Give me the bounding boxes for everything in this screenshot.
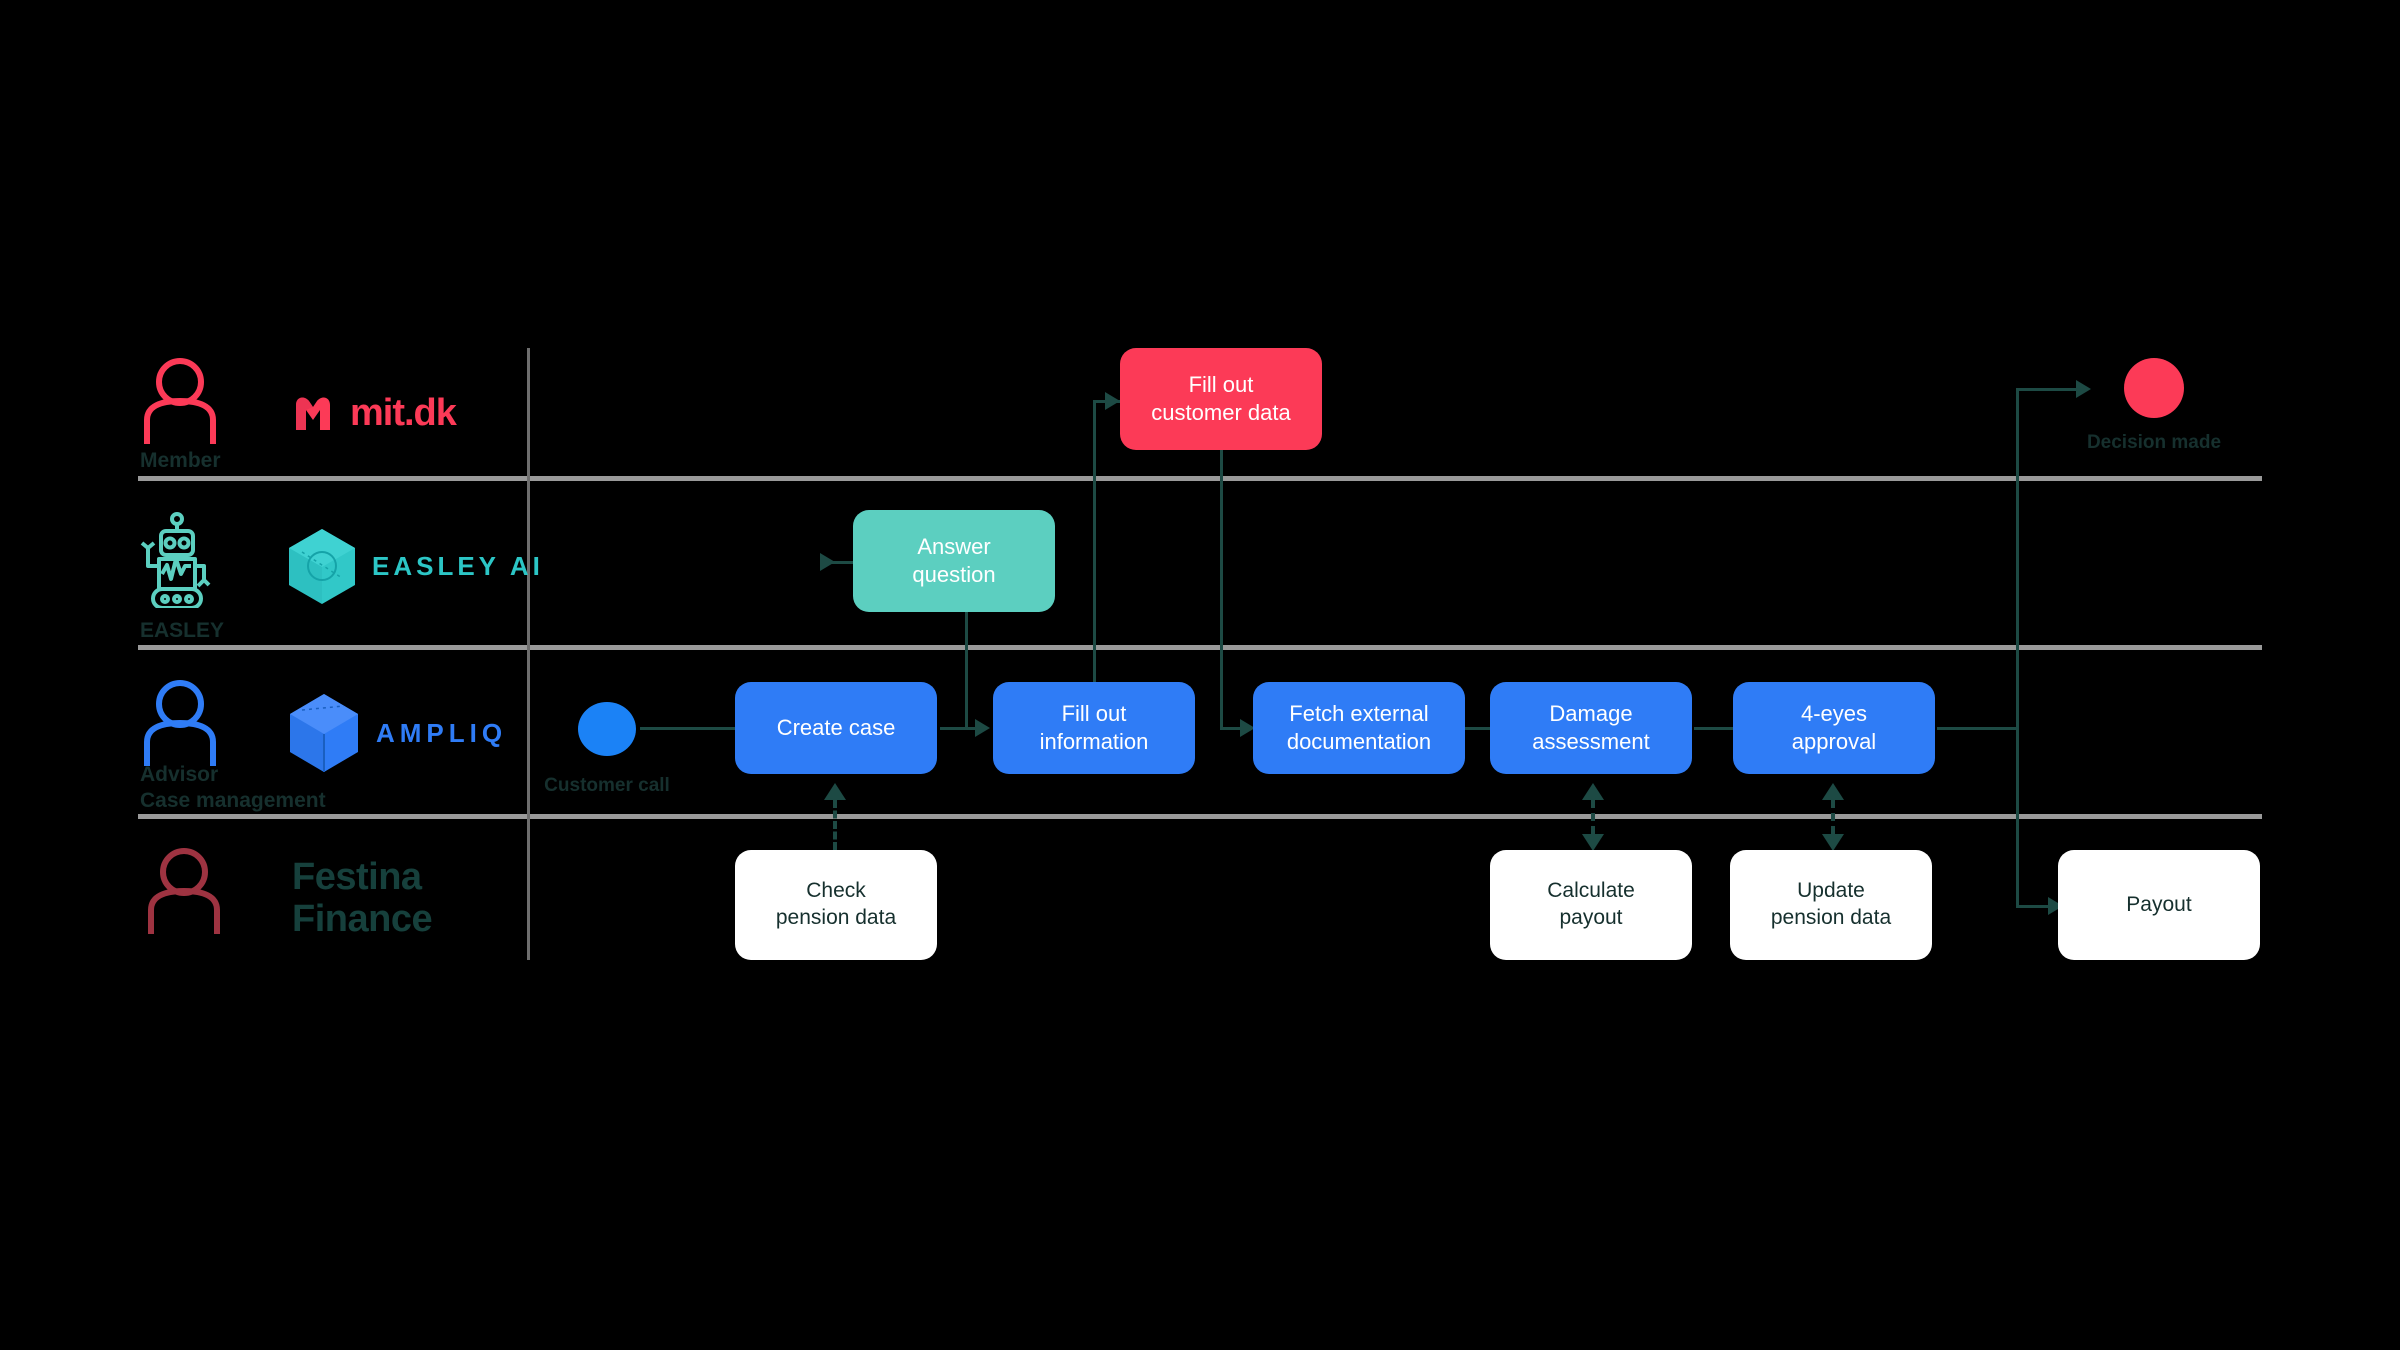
flow-into-fill-out-information	[940, 727, 985, 730]
flow-arrow-up-damage-assessment	[1582, 783, 1604, 800]
node-decision-made-event[interactable]	[2124, 358, 2184, 418]
node-fill-out-customer-data[interactable]: Fill out customer data	[1120, 348, 1322, 450]
flow-trunk-to-payout	[2016, 905, 2058, 908]
person-icon	[144, 358, 216, 444]
flow-four-eyes-update-pension-dashed	[1831, 800, 1835, 834]
flow-arrow-decision-made	[2076, 380, 2091, 398]
node-damage-assessment[interactable]: Damage assessment	[1490, 682, 1692, 774]
flow-arrow-fill-out-information	[975, 719, 990, 737]
flow-arrow-fill-out-customer-data	[1105, 392, 1120, 410]
flow-customer-data-to-fetch-doc-vertical	[1220, 450, 1223, 728]
festina-finance-logo-text: Festina Finance	[292, 856, 433, 940]
flow-arrow-answer-question	[820, 553, 835, 571]
m-mark-icon	[296, 397, 330, 430]
ampliq-logo: AMPLIQ	[288, 692, 507, 774]
lane-divider-easley-advisor	[138, 645, 2262, 650]
node-payout[interactable]: Payout	[2058, 850, 2260, 960]
mitdk-logo: mit.dk	[292, 392, 457, 435]
node-answer-question[interactable]: Answer question	[853, 510, 1055, 612]
flow-customer-data-to-fetch-doc-horizontal	[1220, 727, 1250, 730]
flow-arrow-up-four-eyes	[1822, 783, 1844, 800]
flow-arrow-fetch-external-documentation	[1240, 719, 1255, 737]
flow-check-pension-data-to-create-case-dashed	[833, 800, 837, 850]
ampliq-logo-text: AMPLIQ	[376, 717, 508, 748]
node-decision-made-label: Decision made	[2086, 432, 2222, 453]
flow-right-trunk-vertical	[2016, 388, 2019, 908]
flow-damage-to-four-eyes	[1694, 727, 1734, 730]
easley-ai-logo: EASLEY AI	[288, 528, 544, 604]
flow-arrow-down-calculate-payout	[1582, 834, 1604, 851]
lane-label-advisor: Advisor Case management	[140, 763, 326, 812]
flow-answer-question-to-fill-out-info	[965, 612, 968, 728]
person-icon	[144, 680, 216, 766]
flow-arrow-down-update-pension-data	[1822, 834, 1844, 851]
flow-arrow-up-create-case	[824, 783, 846, 800]
lane-label-easley: EASLEY	[140, 619, 225, 642]
lane-label-member: Member	[140, 449, 221, 472]
node-customer-call-label: Customer call	[544, 775, 670, 796]
node-fill-out-information[interactable]: Fill out information	[993, 682, 1195, 774]
flow-fetch-doc-to-damage-assessment	[1462, 727, 1492, 730]
flow-customer-call-to-create-case	[640, 727, 735, 730]
lane-divider-member-easley	[138, 476, 2262, 481]
node-four-eyes-approval[interactable]: 4-eyes approval	[1733, 682, 1935, 774]
node-check-pension-data[interactable]: Check pension data	[735, 850, 937, 960]
node-update-pension-data[interactable]: Update pension data	[1730, 850, 1932, 960]
node-create-case[interactable]: Create case	[735, 682, 937, 774]
robot-icon	[140, 512, 211, 608]
flow-fill-out-info-to-customer-data-vertical	[1093, 400, 1096, 728]
flow-trunk-to-decision-made	[2016, 388, 2086, 391]
easley-ai-logo-text: EASLEY AI	[372, 550, 544, 581]
node-calculate-payout[interactable]: Calculate payout	[1490, 850, 1692, 960]
node-fetch-external-documentation[interactable]: Fetch external documentation	[1253, 682, 1465, 774]
mitdk-logo-text: mit.dk	[350, 392, 457, 434]
person-icon	[148, 848, 220, 934]
lane-divider-advisor-festina	[138, 814, 2262, 819]
lane-header-separator	[527, 348, 530, 960]
hexagon-cube-icon	[289, 529, 355, 604]
flow-damage-calculate-payout-dashed	[1591, 800, 1595, 834]
cube-icon	[290, 694, 358, 772]
flow-four-eyes-to-trunk	[1937, 727, 2019, 730]
node-customer-call-event[interactable]	[578, 702, 636, 756]
festina-finance-logo: Festina Finance	[292, 856, 433, 940]
